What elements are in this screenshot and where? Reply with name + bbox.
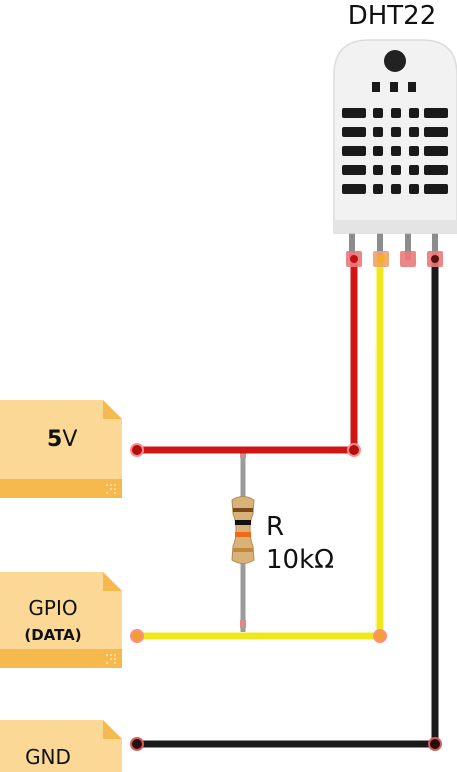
resistor-value: 10kΩ [266, 545, 334, 575]
grille-vent [390, 82, 398, 92]
resistor-lead-end-top [240, 450, 246, 458]
grille-slot [373, 184, 383, 194]
sensor-pin-3 [405, 226, 411, 260]
grille-slot [424, 146, 448, 156]
power-wire-corner-dot [347, 443, 361, 457]
sensor-title: DHT22 [348, 1, 437, 31]
grille-vent [372, 82, 380, 92]
grille-slot [342, 146, 366, 156]
grille-slot [391, 127, 401, 137]
resistor-label: R [266, 512, 284, 542]
grille-slot [342, 127, 366, 137]
grille-slot [409, 184, 419, 194]
connector-gpio: GPIO (DATA) [0, 572, 122, 668]
connector-5v: 5V [0, 400, 122, 498]
power-wire-start-dot [130, 443, 144, 457]
resistor-body [231, 496, 255, 564]
grille-slot [409, 108, 419, 118]
connector-5v-number: 5 [47, 427, 62, 452]
connector-gpio-label: GPIO [28, 596, 77, 620]
grille-slot [409, 146, 419, 156]
resistor-band-1 [233, 508, 253, 512]
grille-slot [373, 127, 383, 137]
sensor-pin-2 [377, 226, 383, 260]
grille-slot [373, 146, 383, 156]
connector-gnd-label: GND [25, 745, 71, 769]
grille-slot [409, 165, 419, 175]
grille-slot [373, 165, 383, 175]
resistor-band-3 [235, 532, 251, 537]
grille-slot [424, 127, 448, 137]
pin-dot-vcc [350, 255, 358, 263]
dht22-sensor [333, 39, 457, 260]
grille-slot [391, 146, 401, 156]
data-wire-corner-dot [373, 629, 387, 643]
pin-dot-data [377, 255, 385, 263]
connector-gnd: GND [0, 720, 122, 772]
data-wire-start-dot [130, 629, 144, 643]
ground-wire [137, 260, 439, 748]
grille-slot [391, 108, 401, 118]
grille-slot [409, 127, 419, 137]
power-wire [137, 260, 358, 454]
resistor-band-2 [235, 520, 251, 525]
ground-wire-corner-dot [428, 737, 442, 751]
grille-slot [391, 165, 401, 175]
sensor-body-shade [334, 220, 457, 233]
grille-slot [342, 165, 366, 175]
grille-slot [424, 108, 448, 118]
sensor-mount-hole [384, 50, 406, 72]
grille-vent [408, 82, 416, 92]
grille-slot [424, 184, 448, 194]
connector-5v-unit: V [62, 427, 77, 452]
svg-text:5V: 5V [47, 427, 77, 452]
resistor-band-4 [233, 548, 253, 552]
ground-wire-start-dot [130, 737, 144, 751]
sensor-pin-1 [349, 226, 355, 260]
connector-gpio-sublabel: (DATA) [24, 626, 81, 644]
pin-joint-nc [400, 251, 416, 267]
sensor-grille [342, 82, 448, 194]
pin-dot-gnd [431, 255, 439, 263]
grille-slot [391, 184, 401, 194]
resistor-lead-end-bottom [240, 620, 246, 628]
grille-slot [342, 184, 366, 194]
sensor-pin-4 [432, 226, 438, 260]
grille-slot [424, 165, 448, 175]
grille-slot [373, 108, 383, 118]
grille-slot [342, 108, 366, 118]
resistor [231, 496, 255, 564]
